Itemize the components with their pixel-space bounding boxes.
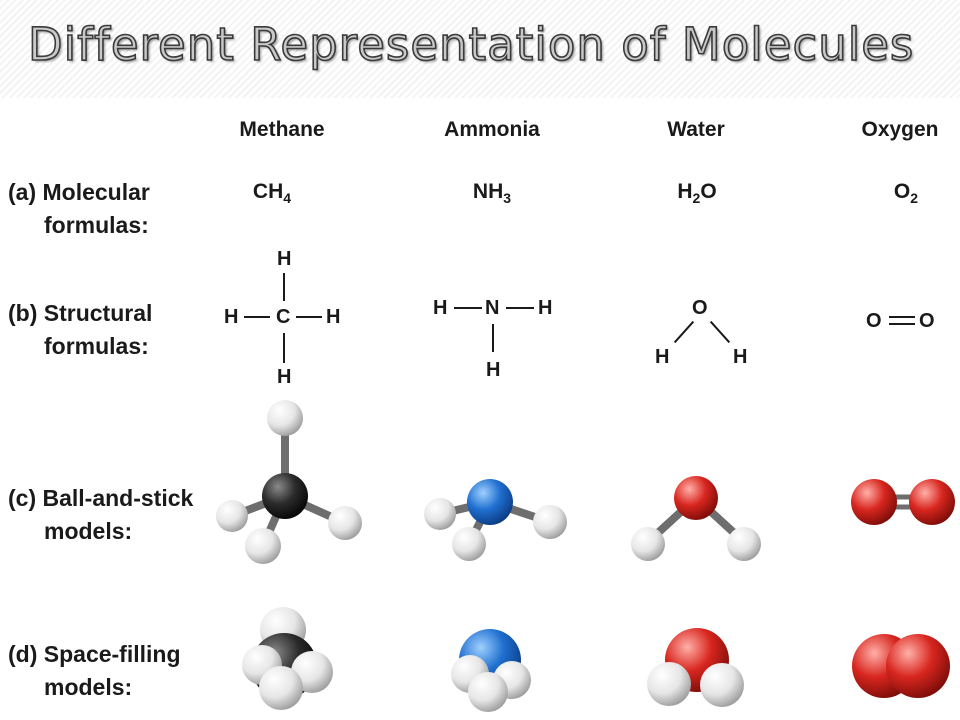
- bond-n-h-bottom: [492, 324, 494, 352]
- formula-subscript: 3: [503, 190, 512, 207]
- carbon-atom: [262, 473, 308, 519]
- space-fill-ammonia: [451, 629, 531, 712]
- ball-stick-ammonia: [424, 479, 567, 561]
- hydrogen-atom: [259, 666, 303, 710]
- column-header-ammonia: Ammonia: [444, 118, 540, 141]
- bond-c-h-right: [296, 316, 322, 318]
- bond-c-h-left: [244, 316, 270, 318]
- hydrogen-atom: [647, 662, 691, 706]
- row-label-line2: formulas:: [44, 333, 149, 359]
- hydrogen-atom: [216, 500, 248, 532]
- row-label-ball-and-stick: (c) Ball-and-stick models:: [8, 482, 193, 548]
- hydrogen-atom: [424, 498, 456, 530]
- ball-stick-methane: [216, 400, 362, 564]
- formula-subscript: 4: [283, 190, 292, 207]
- atom-h-left: H: [224, 306, 239, 328]
- hydrogen-atom: [468, 672, 508, 712]
- atom-h-right: H: [326, 306, 341, 328]
- bond-n-h-left: [454, 307, 482, 309]
- row-label-line1: (d) Space-filling: [8, 641, 181, 667]
- formula-base: O: [893, 180, 911, 203]
- hydrogen-atom: [533, 505, 567, 539]
- bond-o-o-upper: [889, 316, 915, 318]
- atom-o-left: O: [866, 310, 882, 332]
- space-fill-oxygen: [852, 634, 950, 698]
- atom-o: O: [692, 297, 708, 319]
- bond-c-h-bottom: [283, 333, 285, 363]
- atom-h-left: H: [655, 346, 670, 368]
- atom-h-right: H: [733, 346, 748, 368]
- formula-subscript: 2: [910, 190, 919, 207]
- hydrogen-atom: [452, 527, 486, 561]
- hydrogen-atom: [727, 527, 761, 561]
- hydrogen-atom: [631, 527, 665, 561]
- row-label-line1: (b) Structural: [8, 300, 153, 326]
- nitrogen-atom: [467, 479, 513, 525]
- bond-o-o-lower: [889, 323, 915, 325]
- row-label-line1: (a) Molecular: [8, 179, 150, 205]
- oxygen-atom: [909, 479, 955, 525]
- row-label-space-filling: (d) Space-filling models:: [8, 638, 181, 704]
- atom-h-left: H: [433, 297, 448, 319]
- formula-subscript: 2: [692, 190, 701, 207]
- bond-c-h-top: [283, 273, 285, 301]
- column-header-water: Water: [667, 118, 725, 141]
- title-band: [0, 0, 960, 98]
- atom-h-bottom: H: [277, 366, 292, 388]
- hydrogen-atom: [700, 663, 744, 707]
- row-label-structural-formulas: (b) Structural formulas:: [8, 297, 152, 363]
- formula-base: NH: [472, 180, 504, 203]
- atom-n: N: [485, 297, 500, 319]
- atom-c: C: [276, 306, 291, 328]
- page-title: Different Representation of Molecules: [27, 17, 915, 72]
- row-label-line2: models:: [44, 674, 133, 700]
- bond-n-h-right: [506, 307, 534, 309]
- atom-h-top: H: [277, 248, 292, 270]
- space-fill-water: [647, 628, 744, 707]
- hydrogen-atom: [245, 528, 281, 564]
- atom-h-bottom: H: [486, 359, 501, 381]
- formula-base: CH: [252, 180, 284, 203]
- formula-methane: CH4: [182, 180, 362, 206]
- row-label-molecular-formulas: (a) Molecular formulas:: [8, 176, 150, 242]
- formula-oxygen: O2: [816, 180, 960, 206]
- space-fill-methane: [242, 607, 333, 710]
- row-label-line2: formulas:: [44, 212, 149, 238]
- formula-ammonia: NH3: [402, 180, 582, 206]
- formula-water: H2O: [607, 180, 787, 206]
- atom-o-right: O: [919, 310, 935, 332]
- oxygen-atom: [886, 634, 950, 698]
- oxygen-atom: [851, 479, 897, 525]
- hydrogen-atom: [328, 506, 362, 540]
- ball-stick-water: [631, 476, 761, 561]
- atom-h-right: H: [538, 297, 553, 319]
- oxygen-atom: [674, 476, 718, 520]
- row-label-line1: (c) Ball-and-stick: [8, 485, 194, 511]
- column-header-methane: Methane: [239, 118, 325, 141]
- row-label-line2: models:: [44, 518, 133, 544]
- hydrogen-atom: [267, 400, 303, 436]
- formula-tail: O: [700, 180, 717, 203]
- ball-stick-oxygen: [851, 479, 955, 525]
- formula-base: H: [677, 180, 693, 203]
- column-header-oxygen: Oxygen: [861, 118, 939, 141]
